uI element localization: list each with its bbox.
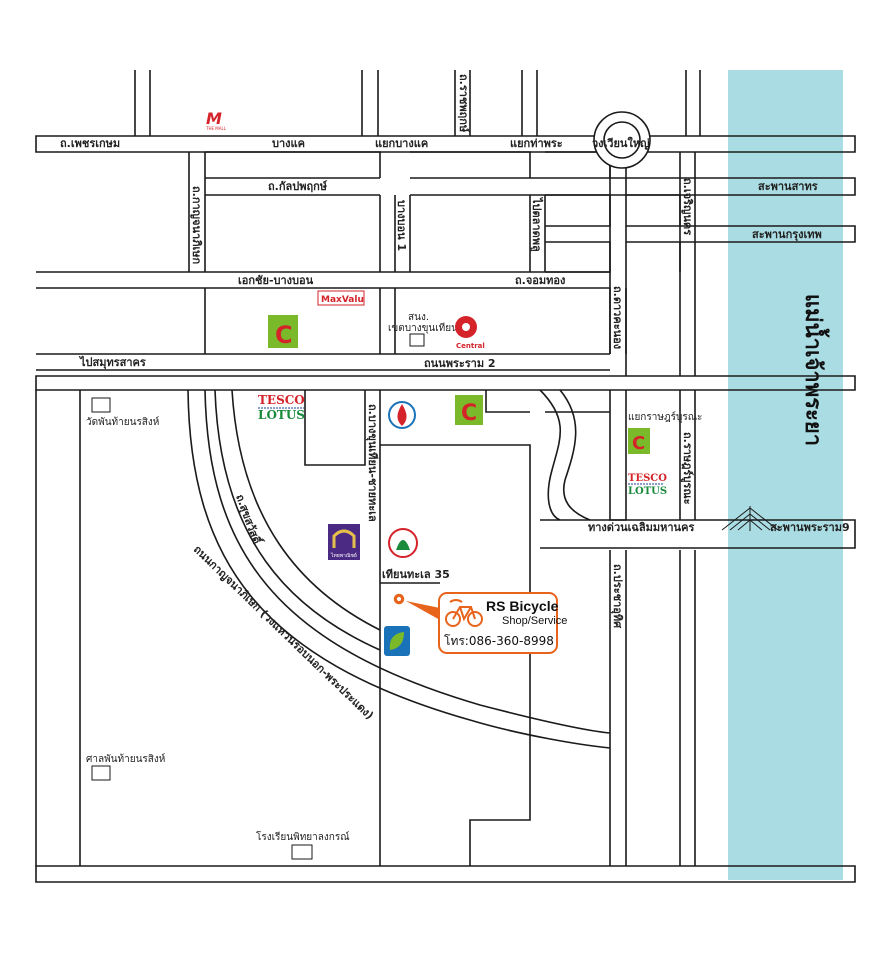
label-bangkhuntian: ถ.บางขุนเทียน-ชายทะเล — [365, 404, 379, 522]
label-wongwian-yai: วงเวียนใหญ่ — [592, 136, 649, 150]
central-logo: Central — [455, 316, 485, 350]
label-sathon-bridge: สะพานสาทร — [758, 180, 818, 193]
svg-text:MaxValu: MaxValu — [321, 295, 364, 305]
wat-phan-marker — [91, 397, 111, 413]
road-bottom — [35, 865, 856, 883]
svg-text:Central: Central — [456, 342, 485, 350]
shop-location-pin — [392, 592, 440, 620]
label-wat-phan: วัดพันท้ายนรสิงห์ — [86, 416, 159, 428]
label-thiantale35: เทียนทะเล 35 — [382, 568, 450, 581]
label-rama9-bridge: สะพานพระราม9 — [770, 521, 850, 534]
shop-name: RS Bicycle — [486, 598, 559, 614]
school-marker — [291, 844, 313, 860]
district-office-marker — [409, 333, 425, 347]
svg-text:TESCO: TESCO — [258, 393, 305, 407]
label-school: โรงเรียนพิทยาลงกรณ์ — [256, 830, 349, 843]
road-ratchaphruek-v — [361, 70, 471, 136]
label-daokhanong: ถ.ดาวคะนอง — [611, 286, 624, 349]
road-bangbon1-v — [379, 195, 411, 272]
scb-logo: ไทยพาณิชย์ — [328, 524, 360, 560]
svg-text:TESCO: TESCO — [628, 473, 667, 484]
label-outer-ring: ถนนกาญจนาภิเษก (วงแหวนรอบนอก-พระประแดง) — [191, 543, 376, 722]
svg-text:C: C — [275, 321, 293, 349]
shop-callout[interactable]: RS Bicycle Shop/Service โทร:086-360-8998 — [438, 592, 567, 654]
maxvalu-logo: MaxValu — [317, 290, 365, 306]
road-rama2 — [36, 353, 610, 371]
thiantale35-marker — [382, 580, 404, 584]
roundabout-center — [603, 121, 641, 159]
blocks-upper — [205, 151, 681, 273]
road-krungthep-bridge — [680, 225, 856, 243]
blocks-mid — [204, 288, 627, 376]
svg-text:C: C — [632, 433, 645, 454]
svg-text:LOTUS: LOTUS — [258, 408, 305, 422]
label-district-office-1: สนง. — [408, 312, 429, 323]
road-rama2-frontage — [35, 375, 856, 391]
road-expressway-curve — [539, 389, 591, 521]
bigc-logo-2: C — [455, 395, 483, 426]
label-district-office-2: เขตบางขุนเทียน — [388, 322, 458, 334]
label-expressway: ทางด่วนเฉลิมมหานคร — [588, 521, 694, 534]
label-charoennakhon: ถ.เจริญนคร — [681, 178, 694, 235]
shop-subtitle: Shop/Service — [502, 615, 568, 627]
label-samutsakhon: ไปสมุทรสาคร — [78, 355, 146, 370]
tesco-lotus-logo-1: TESCO LOTUS — [258, 393, 305, 422]
svg-text:C: C — [461, 401, 477, 426]
bangchak-logo — [384, 626, 410, 656]
label-prachauthit: ถ.ประชาอุทิศ — [610, 564, 624, 629]
road-expressway — [540, 519, 856, 549]
road-kanchanaphisek-v — [134, 70, 206, 272]
rama9-bridge-icon — [721, 506, 779, 531]
road-right-verticals — [521, 70, 701, 136]
road-ekkachai — [36, 271, 610, 289]
san-phan-marker — [91, 765, 111, 781]
svg-text:LOTUS: LOTUS — [628, 486, 667, 497]
label-yaek-ratburana: แยกราษฎร์บูรณะ — [628, 411, 702, 423]
label-kanlapaphruek: ถ.กัลปพฤกษ์ — [268, 180, 328, 193]
road-inner-bend — [485, 390, 610, 413]
road-left-lower — [35, 390, 81, 866]
label-krungthep-bridge: สะพานกรุงเทพ — [752, 228, 822, 242]
label-ekkachai: เอกชัย-บางบอน — [238, 274, 314, 287]
label-ratchaphruek: ถ.ราชพฤกษ์ — [457, 74, 470, 133]
gas-station-logo — [388, 401, 416, 429]
chao-phraya-river — [728, 70, 843, 880]
kbank-logo — [388, 528, 418, 558]
road-talatphlu-v — [529, 195, 546, 272]
svg-text:THE MALL: THE MALL — [205, 126, 227, 131]
label-talatphlu: ไปตลาดพลู — [529, 196, 544, 252]
shop-phone[interactable]: โทร:086-360-8998 — [444, 634, 554, 648]
label-bangkhae: บางแค — [272, 137, 305, 150]
label-rama2: ถนนพระราม 2 — [424, 357, 496, 370]
label-bangbon1: บางบอน 1 — [395, 200, 408, 251]
svg-text:ไทยพาณิชย์: ไทยพาณิชย์ — [330, 552, 357, 559]
label-kanchanaphisek: ถ.กาญจนาภิเษก — [190, 186, 203, 264]
label-yaek-thaphra: แยกท่าพระ — [510, 137, 563, 150]
svg-text:M: M — [206, 109, 222, 128]
the-mall-logo: M THE MALL — [205, 109, 227, 131]
road-inner-ring — [214, 389, 381, 651]
river-label: แม่น้ำเจ้าพระยา — [800, 294, 830, 446]
label-chomthong: ถ.จอมทอง — [515, 274, 565, 287]
bigc-logo-3: C — [628, 428, 650, 454]
bigc-logo-1: C — [268, 315, 298, 349]
label-san-phan: ศาลพันท้ายนรสิงห์ — [86, 753, 165, 765]
label-yaek-bangkhae: แยกบางแค — [375, 137, 428, 150]
label-phetkasem: ถ.เพชรเกษม — [60, 137, 120, 150]
label-ratburana: ถ.ราษฎร์บูรณะ — [680, 432, 694, 505]
road-outer-ring — [187, 389, 611, 749]
tesco-lotus-logo-2: TESCO LOTUS — [628, 473, 667, 497]
road-phetkasem — [35, 135, 856, 153]
bicycle-icon — [445, 599, 483, 627]
